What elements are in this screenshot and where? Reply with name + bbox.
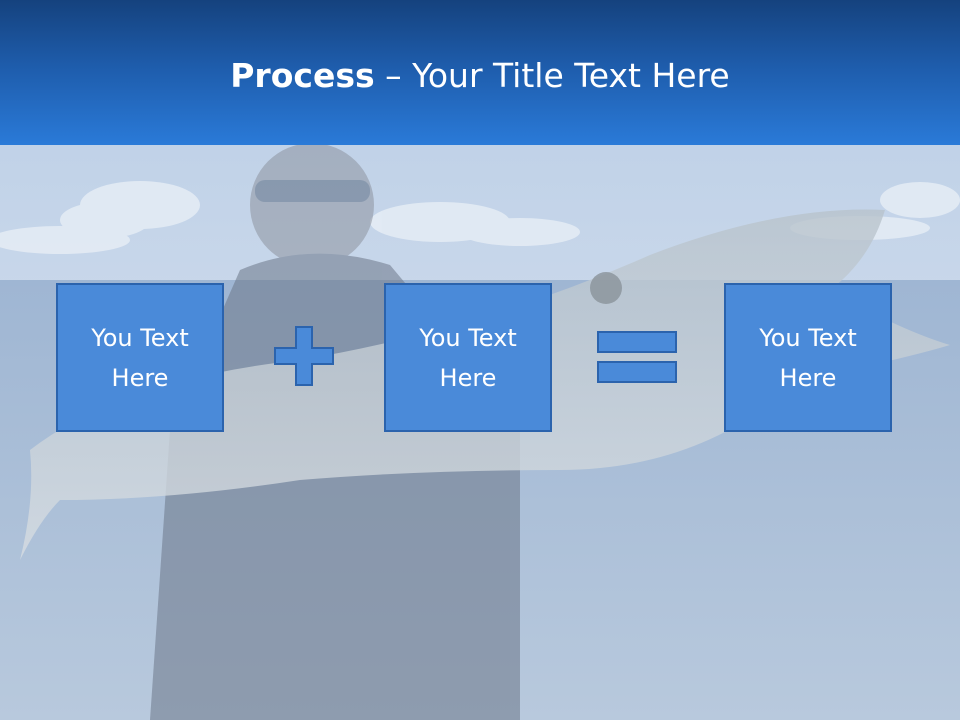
title-keyword: Process [230, 56, 375, 95]
plus-icon [274, 326, 334, 386]
process-box-2-text: You Text Here [419, 323, 517, 392]
process-box-3[interactable]: You Text Here [724, 283, 892, 432]
process-box-2[interactable]: You Text Here [384, 283, 552, 432]
process-box-1[interactable]: You Text Here [56, 283, 224, 432]
equals-icon [597, 331, 677, 383]
title-bar [0, 0, 960, 145]
slide-title: Process – Your Title Text Here [0, 50, 960, 102]
title-text: – Your Title Text Here [374, 56, 730, 95]
process-box-3-text: You Text Here [759, 323, 857, 392]
process-box-1-text: You Text Here [91, 323, 189, 392]
